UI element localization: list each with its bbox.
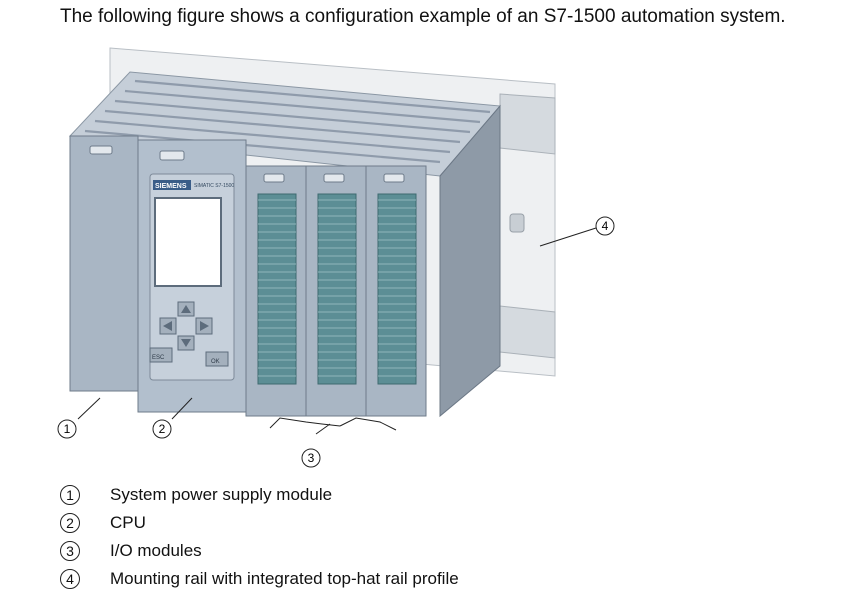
legend-item: 2 CPU (60, 509, 760, 537)
legend-number: 1 (60, 485, 80, 505)
callout-3-label: 3 (308, 451, 315, 465)
callout-4-label: 4 (602, 219, 609, 233)
callout-1 (57, 419, 77, 439)
top-vents (68, 71, 502, 177)
legend: 1 System power supply module 2 CPU 3 I/O… (60, 481, 760, 593)
ok-key (205, 351, 229, 367)
power-supply-module (69, 135, 139, 392)
brand-label: SIEMENS (155, 183, 187, 190)
io-module-3 (365, 165, 427, 417)
callout-3 (301, 448, 321, 468)
figure-caption: The following figure shows a configurati… (60, 6, 786, 27)
legend-item: 3 I/O modules (60, 537, 760, 565)
siemens-logo (153, 180, 191, 190)
esc-label: ESC (152, 355, 165, 361)
arrow-glyphs (163, 305, 209, 347)
callout-2 (152, 419, 172, 439)
legend-item: 4 Mounting rail with integrated top-hat … (60, 565, 760, 593)
callout-4 (595, 216, 615, 236)
legend-item: 1 System power supply module (60, 481, 760, 509)
legend-text: CPU (110, 513, 146, 532)
callout-markers: 1 2 3 4 (57, 216, 615, 468)
cpu-display (154, 197, 222, 287)
callout-1-label: 1 (64, 422, 71, 436)
legend-text: I/O modules (110, 541, 202, 560)
io-module-1 (245, 165, 307, 417)
ok-label: OK (211, 359, 220, 365)
legend-number: 4 (60, 569, 80, 589)
cpu-module: SIEMENS SIMATIC S7-1500 ESC OK (137, 139, 247, 413)
callout-2-label: 2 (159, 422, 166, 436)
legend-text: Mounting rail with integrated top-hat ra… (110, 569, 459, 588)
esc-key (149, 347, 173, 363)
series-label: SIMATIC S7-1500 (194, 183, 234, 189)
legend-number: 3 (60, 541, 80, 561)
callouts (77, 227, 597, 435)
s7-1500-configuration-figure: SIEMENS SIMATIC S7-1500 ESC OK (57, 47, 615, 468)
legend-number: 2 (60, 513, 80, 533)
legend-text: System power supply module (110, 485, 333, 504)
io-modules (245, 165, 427, 417)
io-module-2 (305, 165, 367, 417)
